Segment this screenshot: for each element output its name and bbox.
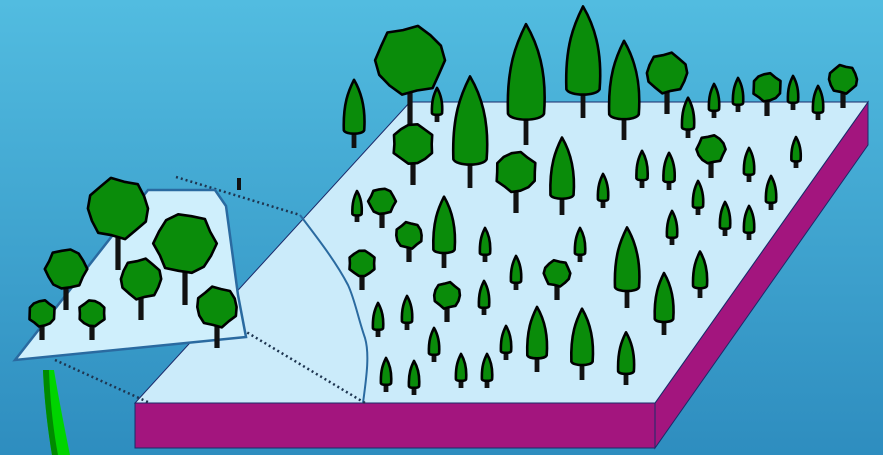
tree-crown — [80, 300, 105, 326]
tree-crown — [197, 287, 236, 328]
tree-crown — [368, 189, 396, 214]
tree-crown — [754, 73, 781, 101]
tree-crown — [434, 282, 460, 309]
tree-crown — [394, 124, 433, 163]
tree-crown — [396, 222, 421, 249]
tree-crown — [497, 152, 536, 192]
tree-crown — [544, 260, 571, 286]
tree-crown — [45, 250, 88, 289]
plot-front-face — [135, 403, 655, 448]
tree-crown — [30, 300, 55, 326]
tree-crown — [350, 251, 375, 276]
tree-crown — [829, 65, 857, 94]
tree-crown — [696, 135, 725, 163]
tick-mark — [237, 178, 241, 190]
